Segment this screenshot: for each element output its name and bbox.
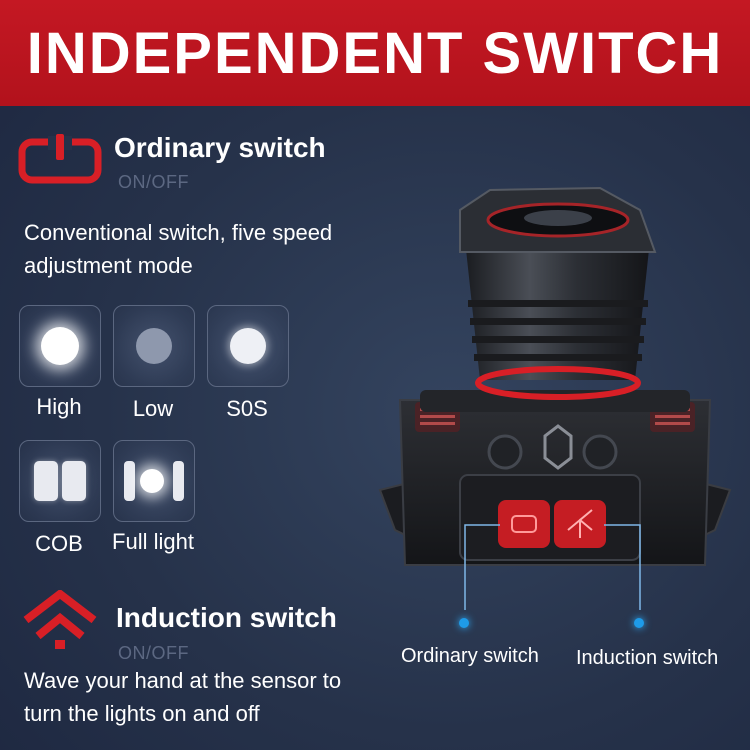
ordinary-description-line2: adjustment mode (24, 253, 193, 278)
cob-mode-icon (34, 461, 86, 501)
mode-high (19, 305, 101, 387)
sos-mode-icon (230, 328, 266, 364)
induction-switch-subtitle: ON/OFF (118, 643, 189, 663)
mode-label-high: High (36, 394, 82, 419)
low-mode-icon (136, 328, 172, 364)
high-mode-icon (41, 327, 79, 365)
induction-description-line2: turn the lights on and off (24, 701, 260, 726)
induction-switch-callout: Induction switch (576, 647, 719, 669)
sensor-chevrons-icon (22, 588, 98, 650)
induction-switch-marker (634, 618, 644, 628)
ordinary-description-line1: Conventional switch, five speed (24, 220, 333, 245)
ordinary-switch-callout: Ordinary switch (401, 645, 539, 667)
induction-description: Wave your hand at the sensor to turn the… (24, 664, 341, 730)
ordinary-switch-title: Ordinary switch (114, 132, 326, 163)
ordinary-switch-marker (459, 618, 469, 628)
mode-sos (207, 305, 289, 387)
mode-label-low: Low (132, 396, 174, 421)
headlamp-illustration (360, 180, 750, 620)
mode-label-cob: COB (35, 531, 83, 556)
header-banner: INDEPENDENT SWITCH (0, 0, 750, 106)
induction-description-line1: Wave your hand at the sensor to (24, 668, 342, 693)
mode-label-full-light: Full light (112, 529, 194, 554)
mode-cob (19, 440, 101, 522)
induction-switch-title: Induction switch (116, 602, 337, 633)
full-light-mode-icon (124, 461, 184, 501)
mode-full-light (113, 440, 195, 522)
ordinary-switch-subtitle: ON/OFF (118, 172, 189, 192)
power-button-icon (18, 132, 102, 184)
mode-label-sos: S0S (226, 396, 268, 421)
ordinary-description: Conventional switch, five speed adjustme… (24, 216, 332, 282)
mode-low (113, 305, 195, 387)
page-title: INDEPENDENT SWITCH (26, 20, 724, 86)
